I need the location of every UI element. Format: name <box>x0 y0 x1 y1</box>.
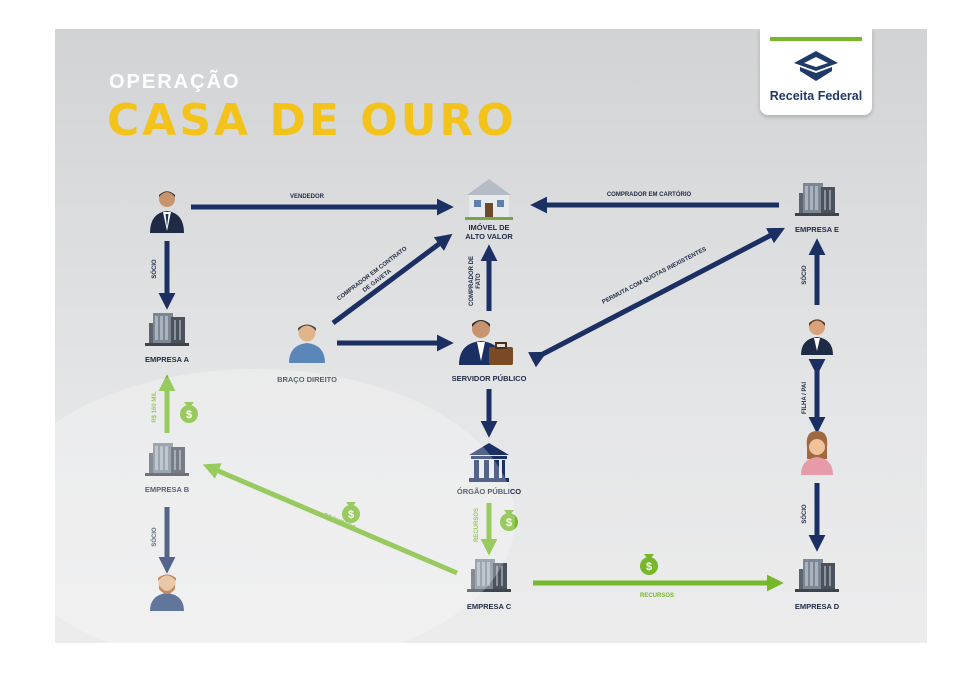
label-vendedor: VENDEDOR <box>290 194 325 200</box>
label-160-mil: R$ 160 MIL <box>152 391 158 423</box>
label-recursos-1: RECURSOS <box>474 508 480 542</box>
title-casa-de-ouro: CASA DE OURO <box>107 95 517 146</box>
receita-federal-logo: Receita Federal <box>760 29 872 115</box>
label-socio-4: SÓCIO <box>150 527 158 547</box>
money-bag-icon <box>640 554 658 575</box>
empresa-c-label: EMPRESA C <box>467 602 512 611</box>
title-operacao: OPERAÇÃO <box>109 71 241 93</box>
braco-direito-label: BRAÇO DIREITO <box>277 375 337 384</box>
imovel-label-2: ALTO VALOR <box>465 232 513 241</box>
building-icon <box>145 313 189 346</box>
orgao-publico-label: ÓRGÃO PÚBLICO <box>457 487 521 496</box>
empresa-b-label: EMPRESA B <box>145 485 190 494</box>
businessman-icon <box>150 191 184 233</box>
receita-federal-emblem-icon <box>794 51 838 81</box>
money-bag-icon <box>500 510 518 531</box>
money-bag-icon <box>180 402 198 423</box>
logo-accent-bar <box>770 37 862 41</box>
label-comprador-fato-2: FATO <box>476 273 482 289</box>
label-filha-pai: FILHA / PAI <box>802 382 808 414</box>
logo-text: Receita Federal <box>769 89 863 103</box>
imovel-label-1: IMÓVEL DE <box>468 223 509 232</box>
empresa-a-label: EMPRESA A <box>145 355 190 364</box>
building-icon <box>145 443 189 476</box>
label-socio-1: SÓCIO <box>150 259 158 279</box>
flow-diagram: $ VENDEDOR COMPRADOR EM CARTÓRIO SÓCIO C… <box>145 179 840 611</box>
building-icon <box>795 559 839 592</box>
empresa-e-label: EMPRESA E <box>795 225 839 234</box>
label-socio-2: SÓCIO <box>800 265 808 285</box>
building-icon <box>467 559 511 592</box>
edge-permuta <box>528 227 786 368</box>
woman-icon <box>801 431 833 475</box>
bearded-man-icon <box>150 574 184 611</box>
label-recursos-3: RECURSOS <box>640 593 674 599</box>
government-building-icon <box>469 443 509 482</box>
house-icon <box>465 179 513 220</box>
money-bag-icon <box>342 502 360 523</box>
empresa-d-label: EMPRESA D <box>795 602 840 611</box>
diagram-panel: OPERAÇÃO CASA DE OURO Receita Federal <box>55 29 927 643</box>
edge-contrato-gaveta <box>331 233 453 326</box>
man-icon <box>801 319 833 355</box>
servidor-publico-label: SERVIDOR PÚBLICO <box>452 374 527 383</box>
person-icon <box>289 324 325 363</box>
person-briefcase-icon <box>459 320 513 365</box>
label-socio-3: SÓCIO <box>800 504 808 524</box>
label-comprador-cartorio: COMPRADOR EM CARTÓRIO <box>607 190 692 198</box>
building-icon <box>795 183 839 216</box>
edge-recursos-c-b <box>202 463 458 576</box>
label-comprador-fato-1: COMPRADOR DE <box>469 256 475 306</box>
